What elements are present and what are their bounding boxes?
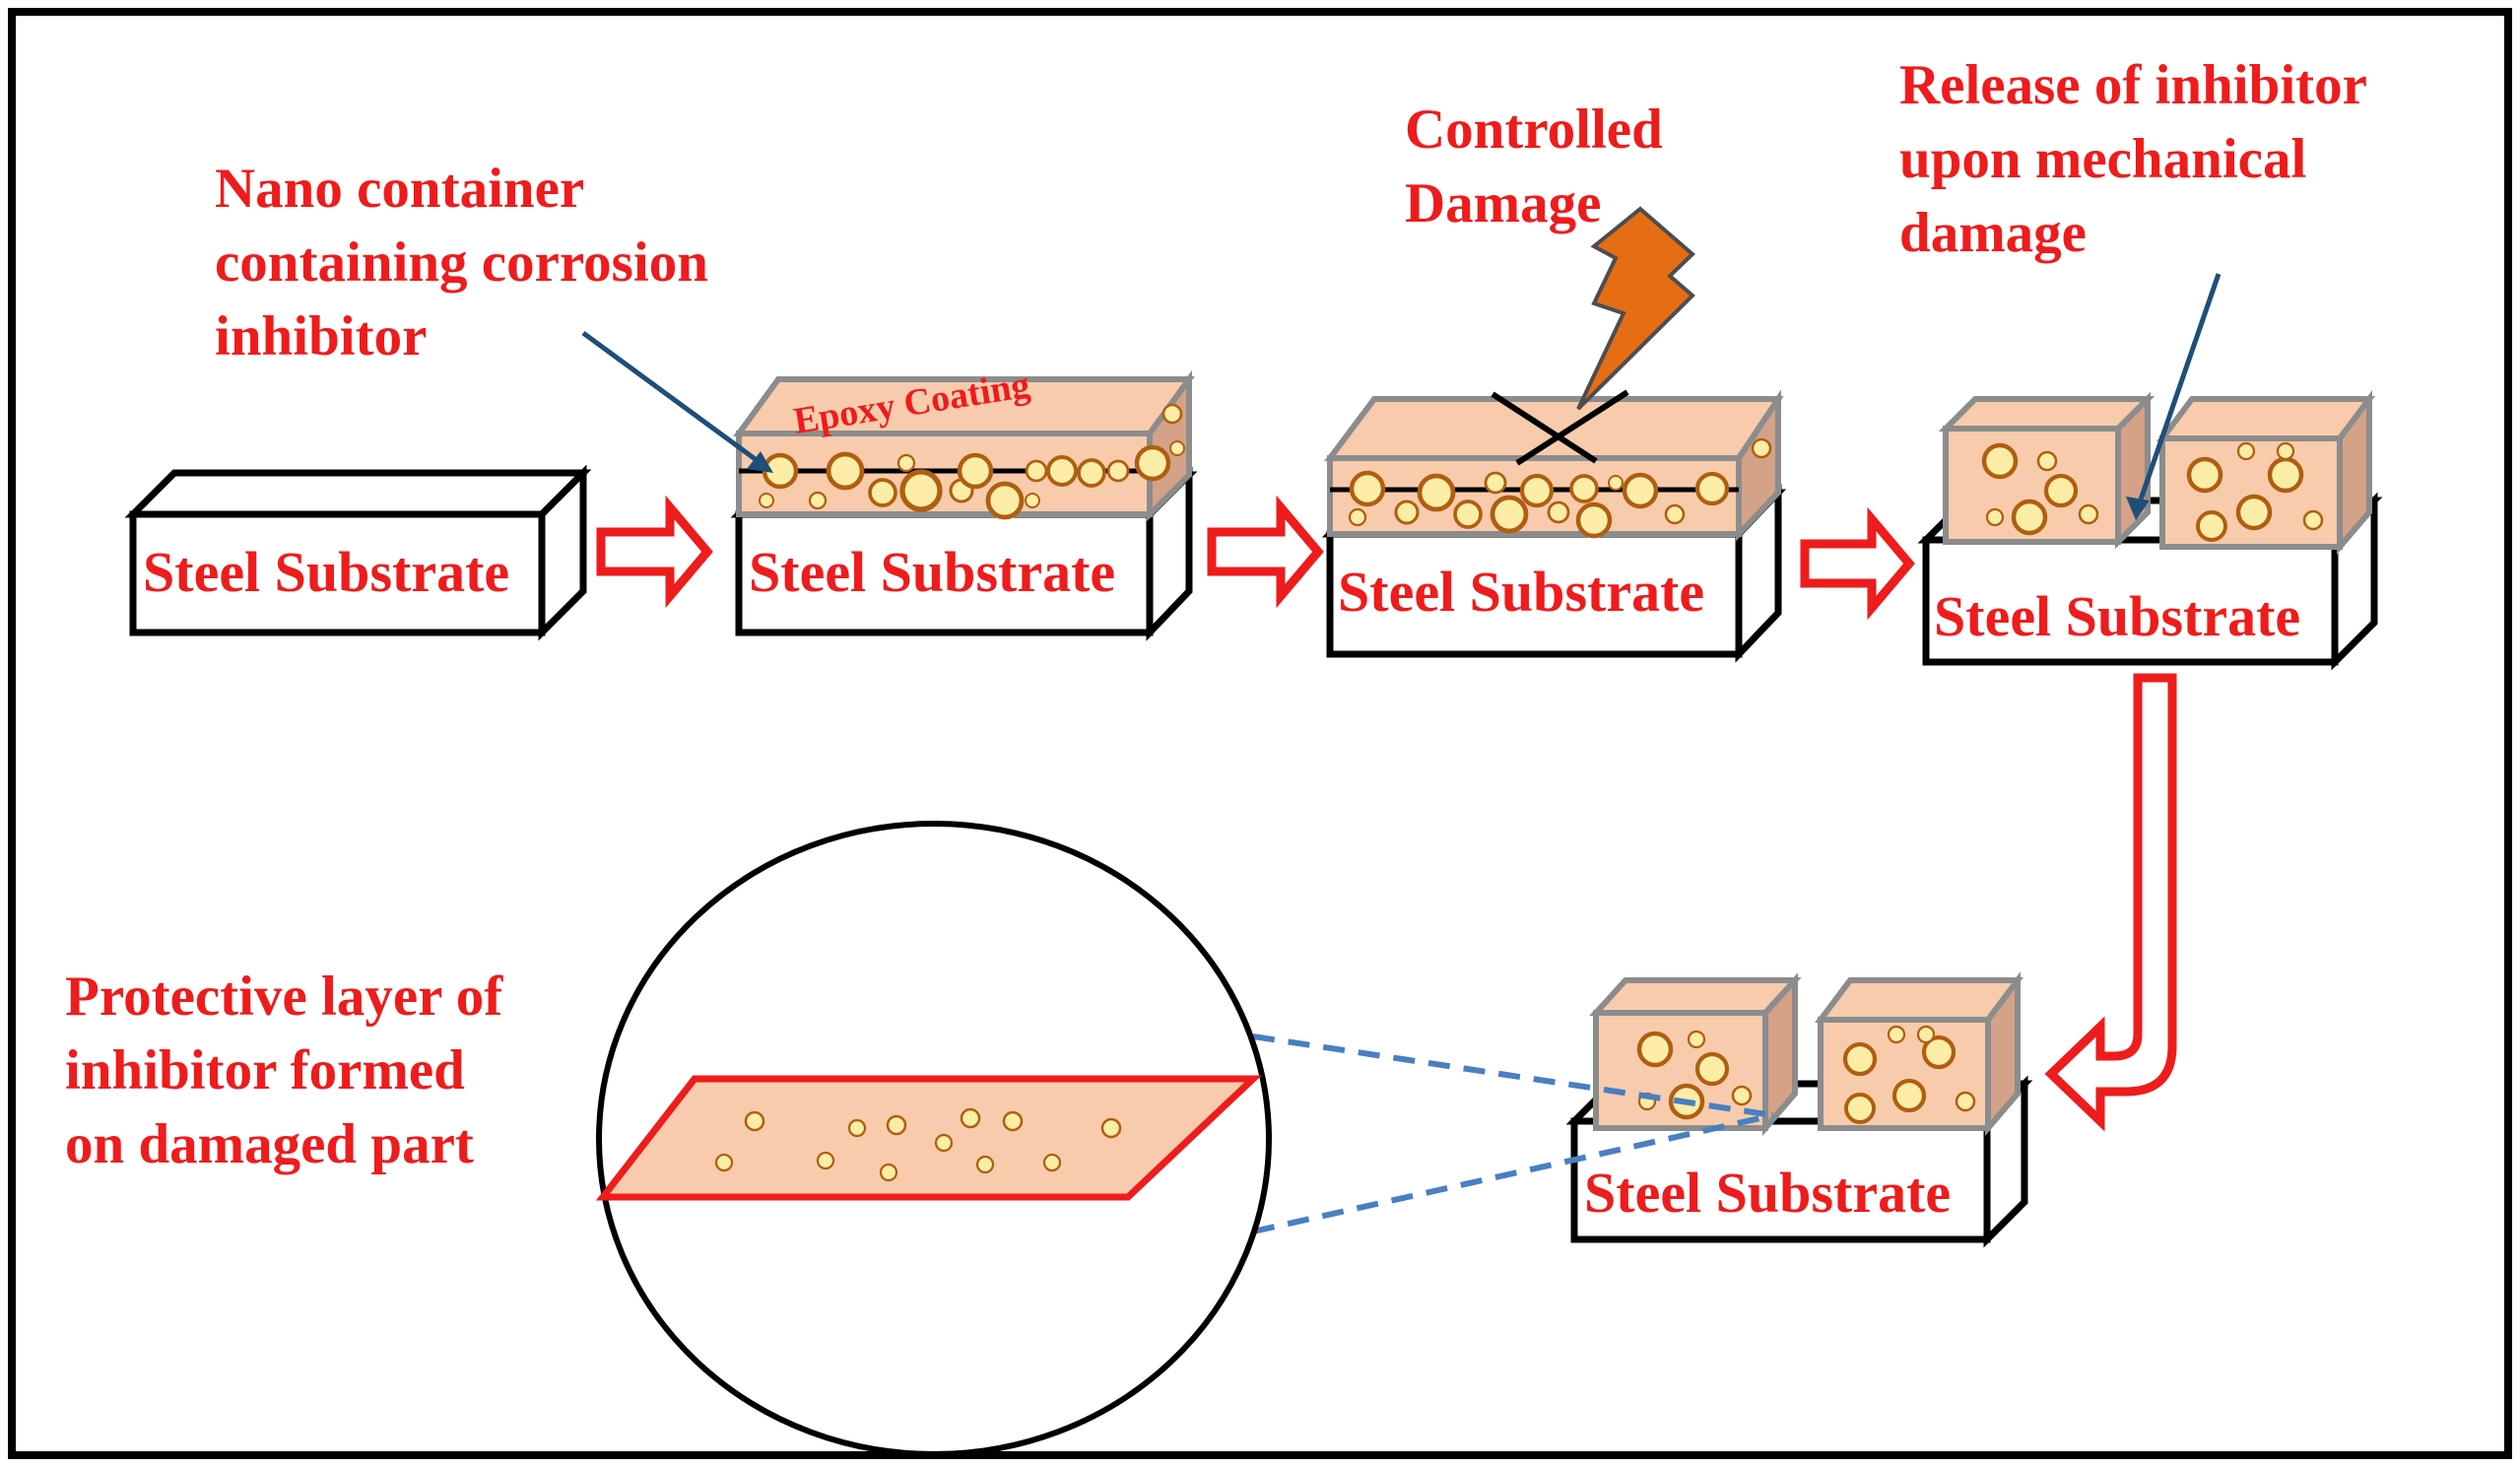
substrate-label-2: Steel Substrate [749,540,1115,604]
process-arrow-bent [2044,673,2177,1132]
substrate-label-5: Steel Substrate [1584,1161,1951,1225]
lightning-bolt-icon [1576,206,1695,411]
stage-2-coated-substrate: Steel Substrate Epoxy Coating [730,365,1198,641]
svg-text:Nano container: Nano container [215,158,584,220]
substrate-label-1: Steel Substrate [143,540,509,604]
protective-layer-plane [595,1075,1262,1201]
nano-container-label: Nano container containing corrosion inhi… [215,158,708,367]
stage-4-release: Steel Substrate [1917,390,2383,671]
svg-text:inhibitor formed: inhibitor formed [65,1039,465,1101]
svg-text:Protective layer of: Protective layer of [65,966,503,1028]
release-pointer [2126,273,2222,520]
stage-3-damaged-coating: Steel Substrate [1321,389,1787,663]
release-label: Release of inhibitor upon mechanical dam… [1899,54,2367,264]
svg-text:damage: damage [1899,202,2087,264]
svg-text:containing corrosion: containing corrosion [215,232,708,294]
stage-5-protective-layer: Steel Substrate [1565,971,2033,1248]
svg-text:on damaged part: on damaged part [65,1113,474,1175]
svg-text:upon mechanical: upon mechanical [1899,128,2306,190]
svg-text:Release of inhibitor: Release of inhibitor [1899,54,2367,116]
process-arrow-2 [1207,495,1324,609]
svg-text:Controlled: Controlled [1405,99,1663,161]
svg-text:inhibitor: inhibitor [215,305,427,367]
zoom-circle [595,821,1272,1457]
controlled-damage-label: Controlled Damage [1405,99,1663,234]
process-arrow-3 [1800,506,1915,621]
protective-layer-label: Protective layer of inhibitor formed on … [65,966,503,1175]
substrate-label-3: Steel Substrate [1338,560,1704,624]
zoom-dashed-lines [1252,1034,1774,1234]
substrate-label-4: Steel Substrate [1934,584,2300,648]
svg-text:Damage: Damage [1405,172,1601,234]
nano-container-pointer [581,330,773,473]
process-arrow-1 [596,495,713,609]
stage-1-substrate: Steel Substrate [124,464,592,641]
